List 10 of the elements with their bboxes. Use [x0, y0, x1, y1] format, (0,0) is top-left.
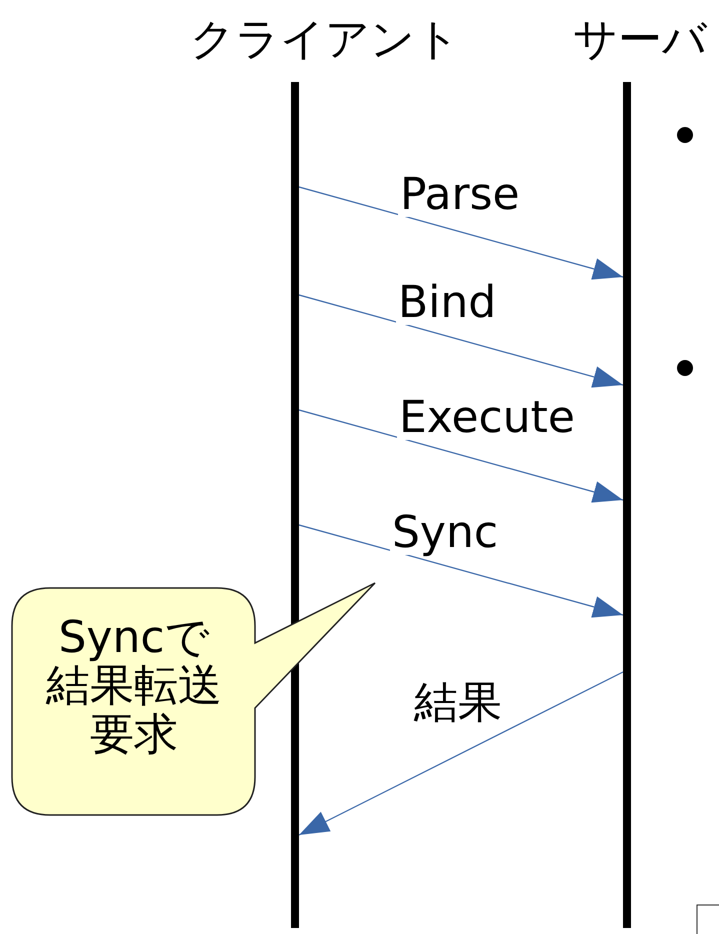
lifeline-header: サーバ [573, 18, 707, 62]
lifeline [291, 82, 299, 928]
message-arrow [298, 294, 624, 388]
message-arrow [298, 671, 624, 836]
message-arrow [298, 409, 624, 503]
callout-text: Syncで結果転送要求 [44, 614, 223, 760]
lifeline [623, 82, 631, 928]
message-arrow [298, 524, 624, 618]
message-arrow [298, 186, 624, 280]
lifeline-header: クライアント [190, 18, 460, 62]
